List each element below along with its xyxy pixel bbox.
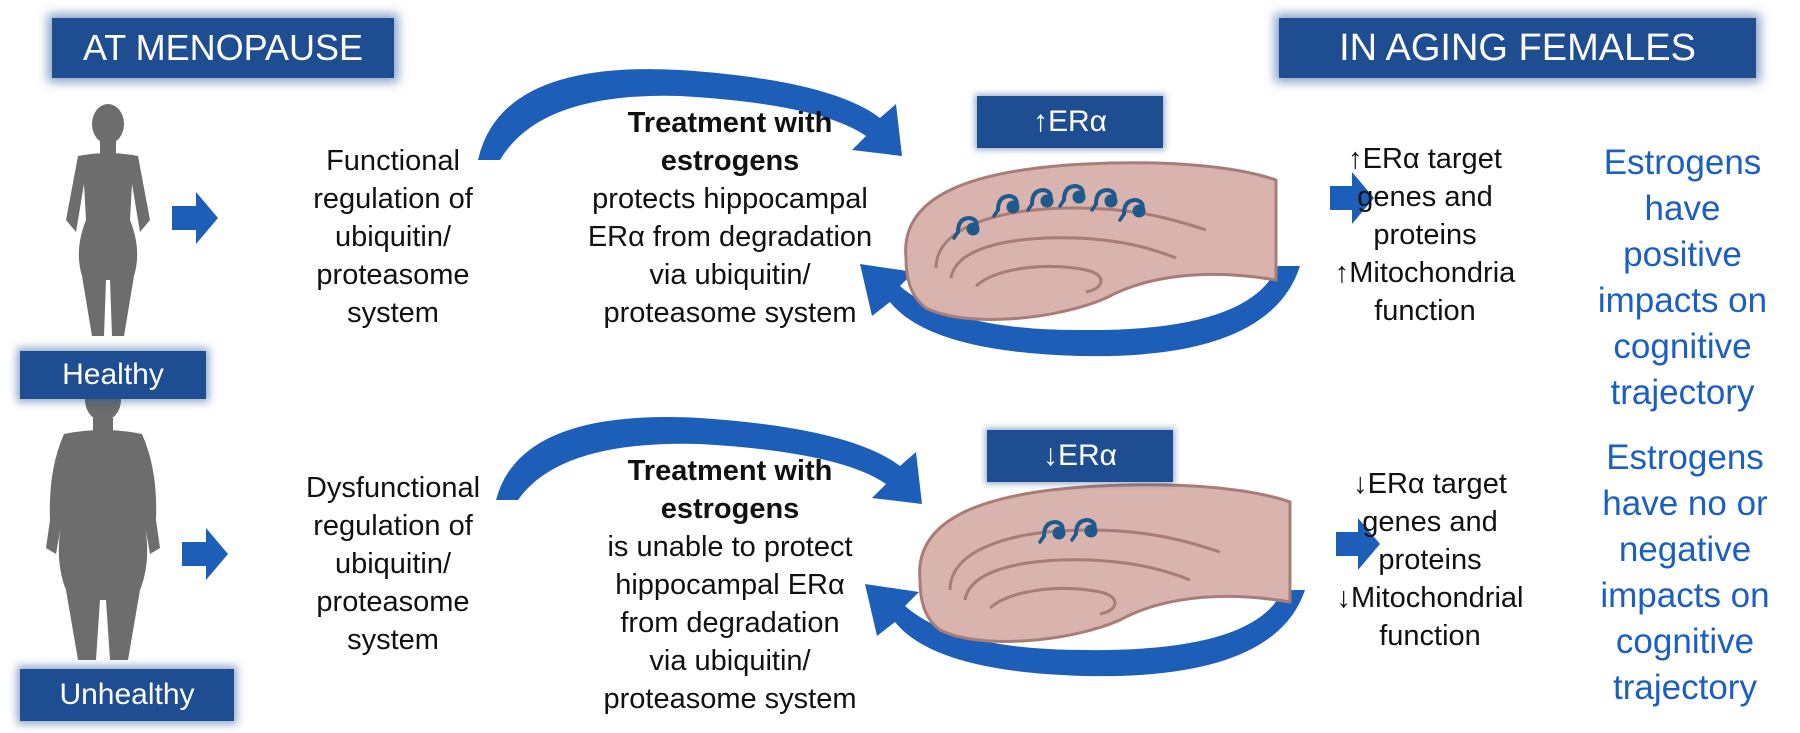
regulation-text-unhealthy: Dysfunctional regulation of ubiquitin/ p… bbox=[248, 469, 538, 659]
text-line: hippocampal ERα bbox=[615, 569, 845, 601]
text-line: proteasome bbox=[316, 259, 470, 291]
text-line: proteins bbox=[1378, 544, 1482, 576]
text-line-bold: Treatment with bbox=[627, 107, 833, 139]
text-line: from degradation bbox=[620, 607, 840, 639]
treatment-text-unhealthy: Treatment with estrogens is unable to pr… bbox=[540, 452, 920, 718]
text-line: via ubiquitin/ bbox=[649, 645, 811, 677]
text-line: ↑ERα target bbox=[1348, 143, 1502, 175]
text-line: negative bbox=[1618, 530, 1752, 569]
text-line: function bbox=[1379, 620, 1481, 652]
text-line-bold: estrogens bbox=[660, 493, 800, 525]
outcome-text-unhealthy: Estrogens have no or negative impacts on… bbox=[1570, 435, 1800, 711]
right-arrow-icon bbox=[1336, 518, 1380, 570]
targets-text-healthy: ↑ERα target genes and proteins ↑Mitochon… bbox=[1305, 140, 1545, 330]
text-line: Estrogens bbox=[1603, 143, 1762, 182]
regulation-text-healthy: Functional regulation of ubiquitin/ prot… bbox=[248, 142, 538, 332]
curved-arrow-icon bbox=[478, 69, 902, 160]
text-line: protects hippocampal bbox=[592, 183, 868, 215]
text-line: regulation of bbox=[313, 510, 473, 542]
text-line: Functional bbox=[326, 145, 460, 177]
text-line: have no or bbox=[1602, 484, 1768, 523]
text-line: genes and bbox=[1362, 506, 1498, 538]
text-line: function bbox=[1374, 295, 1476, 327]
curved-arrow-icon bbox=[860, 264, 1300, 357]
text-line: proteasome system bbox=[603, 297, 857, 329]
text-line: cognitive bbox=[1613, 327, 1752, 366]
text-line: regulation of bbox=[313, 183, 473, 215]
right-arrow-icon bbox=[1330, 172, 1374, 224]
right-arrow-icon bbox=[182, 528, 228, 580]
right-arrow-icon bbox=[172, 192, 218, 244]
text-line: impacts on bbox=[1597, 281, 1768, 320]
text-line: ERα from degradation bbox=[587, 221, 873, 253]
text-line: cognitive bbox=[1615, 622, 1755, 661]
hippocampus-icon bbox=[904, 161, 1278, 321]
text-line: Dysfunctional bbox=[305, 472, 481, 504]
text-line-bold: Treatment with bbox=[627, 455, 833, 487]
text-line: ↓ERα target bbox=[1353, 468, 1507, 500]
text-line: is unable to protect bbox=[607, 531, 853, 563]
status-label-healthy: Healthy bbox=[20, 351, 206, 399]
text-line: impacts on bbox=[1600, 576, 1770, 615]
treatment-text-healthy: Treatment with estrogens protects hippoc… bbox=[540, 104, 920, 332]
status-label-unhealthy: Unhealthy bbox=[20, 669, 234, 721]
text-line: have bbox=[1644, 189, 1721, 228]
healthy-woman-silhouette-icon bbox=[66, 104, 150, 336]
text-line: trajectory bbox=[1613, 668, 1757, 707]
header-at-menopause: AT MENOPAUSE bbox=[52, 18, 394, 78]
text-line: ubiquitin/ bbox=[334, 221, 452, 253]
text-line: proteins bbox=[1373, 219, 1477, 251]
text-line: system bbox=[347, 624, 439, 656]
text-line: ↑Mitochondria bbox=[1334, 257, 1516, 289]
text-line: ubiquitin/ bbox=[334, 548, 452, 580]
curved-arrow-icon bbox=[865, 584, 1305, 677]
text-line-bold: estrogens bbox=[660, 145, 800, 177]
era-increase-label: ↑ERα bbox=[977, 96, 1163, 148]
header-in-aging-females: IN AGING FEMALES bbox=[1279, 18, 1756, 78]
targets-text-unhealthy: ↓ERα target genes and proteins ↓Mitochon… bbox=[1305, 465, 1555, 655]
text-line: trajectory bbox=[1610, 373, 1755, 412]
outcome-text-healthy: Estrogens have positive impacts on cogni… bbox=[1570, 140, 1795, 416]
text-line: ↓Mitochondrial bbox=[1336, 582, 1524, 614]
text-line: proteasome bbox=[316, 586, 470, 618]
text-line: genes and bbox=[1357, 181, 1493, 213]
text-line: system bbox=[347, 297, 439, 329]
text-line: proteasome system bbox=[603, 683, 857, 715]
unhealthy-woman-silhouette-icon bbox=[46, 379, 160, 660]
text-line: via ubiquitin/ bbox=[649, 259, 811, 291]
hippocampus-icon bbox=[918, 483, 1292, 643]
era-decrease-label: ↓ERα bbox=[987, 430, 1173, 482]
text-line: Estrogens bbox=[1606, 438, 1764, 477]
text-line: positive bbox=[1623, 235, 1742, 274]
curved-arrow-icon bbox=[496, 417, 922, 504]
